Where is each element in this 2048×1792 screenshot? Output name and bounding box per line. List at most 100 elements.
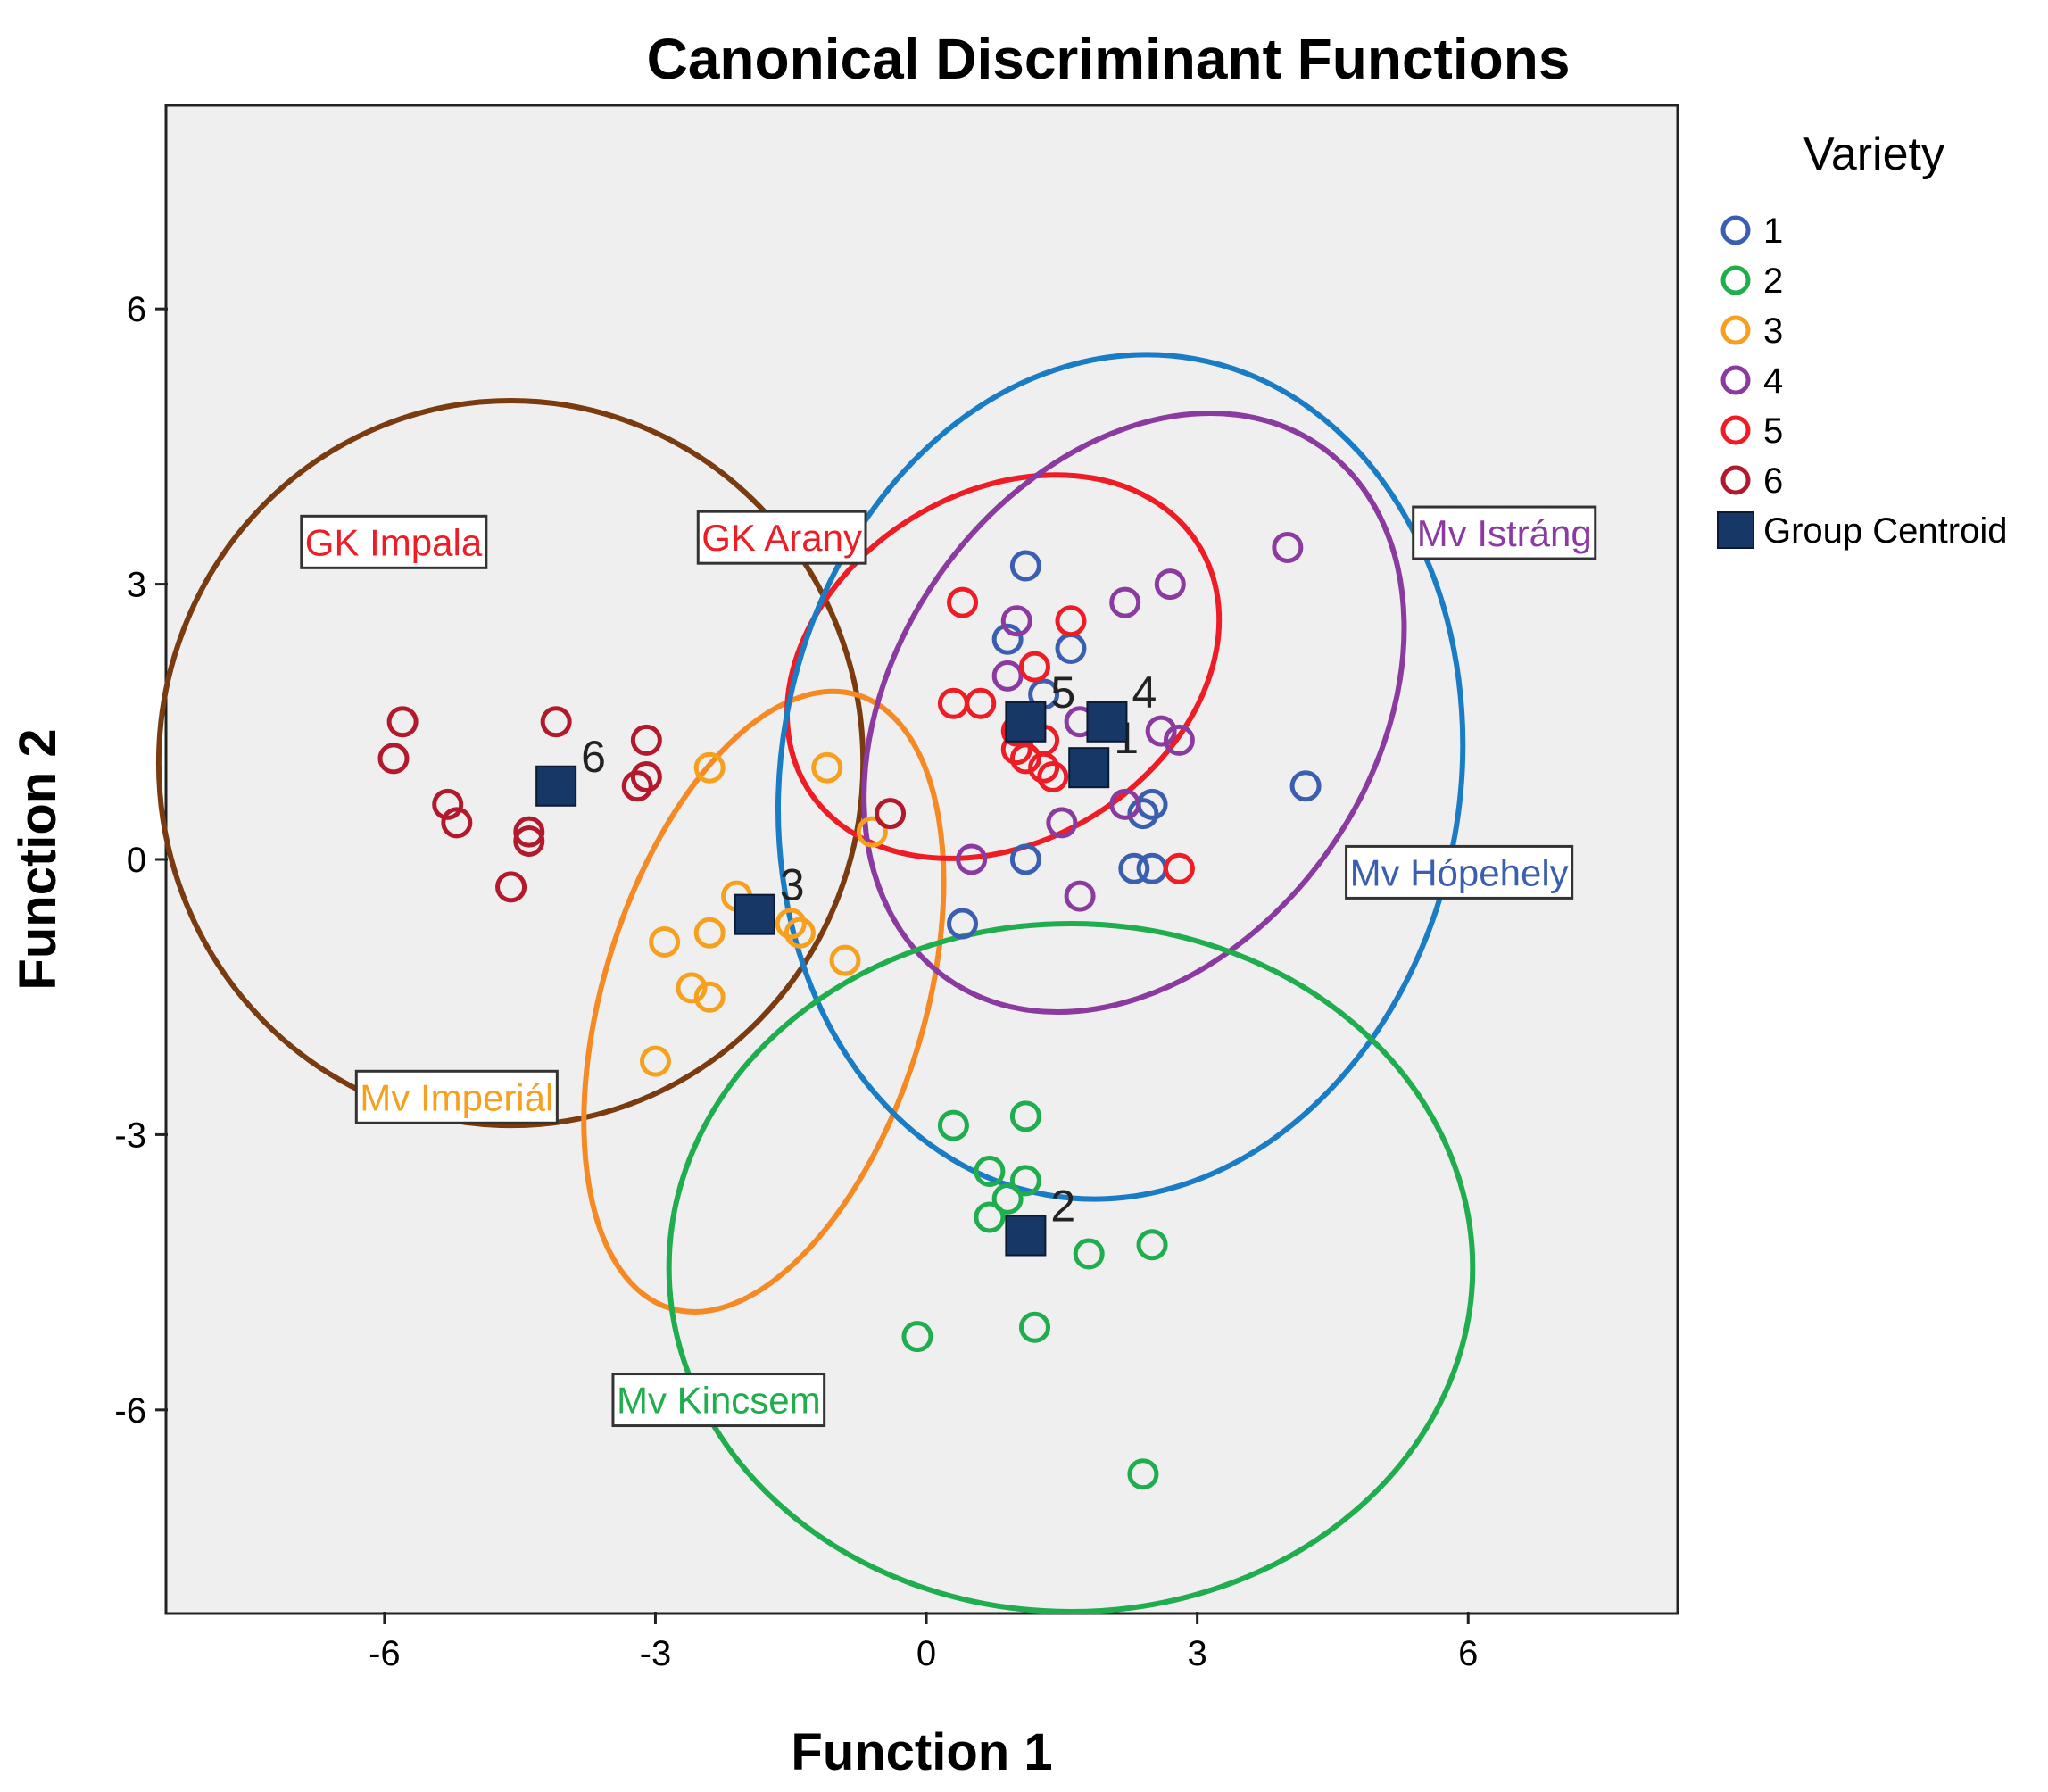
data-point-variety-1 <box>1127 798 1159 830</box>
group-centroid-1 <box>1068 747 1110 789</box>
annotation-text: Mv Hópehely <box>1350 851 1569 893</box>
data-point-variety-2 <box>1009 1100 1041 1132</box>
data-point-variety-5 <box>965 687 997 719</box>
group-centroid-2 <box>1005 1215 1047 1257</box>
chart-title: Canonical Discriminant Functions <box>647 27 1571 91</box>
data-point-variety-3 <box>811 751 843 784</box>
group-ellipse-1 <box>775 352 1466 1202</box>
data-point-variety-3 <box>784 917 816 949</box>
annotation-text: GK Impala <box>305 521 483 563</box>
y-tick-label: -3 <box>114 1116 146 1155</box>
y-tick-label: -6 <box>114 1391 146 1431</box>
data-point-variety-4 <box>1154 568 1186 601</box>
annotation-box <box>696 510 867 565</box>
x-axis-label: Function 1 <box>791 1723 1052 1781</box>
data-point-variety-3 <box>856 816 888 848</box>
annotation-text: Mv Imperiál <box>360 1076 553 1118</box>
data-point-variety-6 <box>540 706 572 738</box>
x-tick-label: 6 <box>1458 1634 1478 1673</box>
annotation-text: Mv Istráng <box>1417 512 1592 554</box>
legend-marker-centroid <box>1717 511 1754 549</box>
data-point-variety-6 <box>386 706 419 738</box>
data-point-variety-4 <box>1163 724 1195 756</box>
data-point-variety-4 <box>1064 880 1096 912</box>
group-ellipse-4 <box>861 411 1407 1016</box>
legend-label-1: 1 <box>1763 212 1783 251</box>
data-point-variety-6 <box>630 760 662 792</box>
annotation-box <box>1412 505 1597 560</box>
centroid-label-5: 5 <box>1050 668 1075 718</box>
data-point-variety-3 <box>676 972 708 1004</box>
data-point-variety-2 <box>991 1182 1024 1215</box>
legend-label-4: 4 <box>1763 361 1783 401</box>
variety-annotation: Mv Imperiál <box>354 1069 559 1124</box>
data-point-variety-2 <box>901 1321 933 1353</box>
annotation-text: GK Arany <box>701 517 862 559</box>
data-point-variety-3 <box>829 944 861 976</box>
group-centroid-4 <box>1086 701 1128 743</box>
data-point-variety-1 <box>1009 843 1041 875</box>
data-point-variety-5 <box>1028 751 1060 784</box>
data-point-variety-2 <box>1009 1165 1041 1197</box>
centroid-label-6: 6 <box>581 732 606 782</box>
variety-annotation: GK Impala <box>300 514 488 569</box>
centroid-label-3: 3 <box>780 860 805 910</box>
legend-title: Variety <box>1803 129 1944 180</box>
data-point-variety-5 <box>1009 743 1041 775</box>
y-tick-label: 6 <box>127 290 146 329</box>
data-point-variety-3 <box>693 917 726 949</box>
data-point-variety-5 <box>1163 852 1195 884</box>
annotation-text: Mv Kincsem <box>617 1380 821 1422</box>
data-point-variety-6 <box>441 807 473 839</box>
group-centroid-5 <box>1005 701 1047 743</box>
y-axis-label: Function 2 <box>9 728 67 990</box>
data-point-variety-6 <box>432 788 464 820</box>
annotation-box <box>300 514 488 569</box>
data-point-variety-6 <box>513 825 545 857</box>
legend-label-centroid: Group Centroid <box>1763 511 2007 551</box>
data-point-variety-2 <box>1127 1458 1159 1490</box>
legend-label-3: 3 <box>1763 311 1783 351</box>
data-point-variety-5 <box>1018 651 1050 683</box>
data-point-variety-2 <box>1018 1311 1050 1343</box>
x-tick-label: -6 <box>369 1634 401 1673</box>
annotation-box <box>1345 844 1574 900</box>
data-point-variety-1 <box>1289 770 1322 802</box>
data-point-variety-3 <box>775 908 807 940</box>
data-point-variety-4 <box>1046 807 1078 839</box>
data-point-variety-4 <box>1272 531 1304 563</box>
data-point-variety-2 <box>974 1201 1006 1233</box>
legend-marker-2 <box>1720 265 1751 295</box>
centroid-label-2: 2 <box>1050 1182 1075 1232</box>
legend-marker-5 <box>1720 415 1751 445</box>
legend-marker-1 <box>1720 215 1751 245</box>
data-point-variety-3 <box>649 926 681 958</box>
data-point-variety-6 <box>495 871 527 903</box>
legend-label-6: 6 <box>1763 461 1783 501</box>
variety-annotation: Mv Kincsem <box>611 1373 826 1428</box>
legend-label-2: 2 <box>1763 261 1783 301</box>
x-tick-label: -3 <box>640 1634 672 1673</box>
data-point-variety-4 <box>991 660 1024 692</box>
variety-annotation: Mv Istráng <box>1412 505 1597 560</box>
variety-annotation: GK Arany <box>696 510 867 565</box>
data-point-variety-4 <box>1109 788 1141 820</box>
y-tick-label: 0 <box>127 841 146 880</box>
data-point-variety-4 <box>956 843 988 875</box>
variety-annotation: Mv Hópehely <box>1345 844 1574 900</box>
x-tick-label: 3 <box>1188 1634 1207 1673</box>
annotation-box <box>354 1069 559 1124</box>
data-point-variety-1 <box>1009 550 1041 582</box>
legend-marker-4 <box>1720 365 1751 395</box>
data-point-variety-5 <box>947 586 979 618</box>
x-tick-label: 0 <box>916 1634 936 1673</box>
data-point-variety-4 <box>1000 605 1032 637</box>
data-point-variety-3 <box>639 1045 671 1077</box>
data-point-variety-2 <box>937 1109 969 1141</box>
data-point-variety-6 <box>513 816 545 848</box>
legend-marker-3 <box>1720 315 1751 345</box>
legend-marker-6 <box>1720 465 1751 495</box>
group-centroid-6 <box>535 765 577 807</box>
data-point-variety-2 <box>974 1156 1006 1188</box>
